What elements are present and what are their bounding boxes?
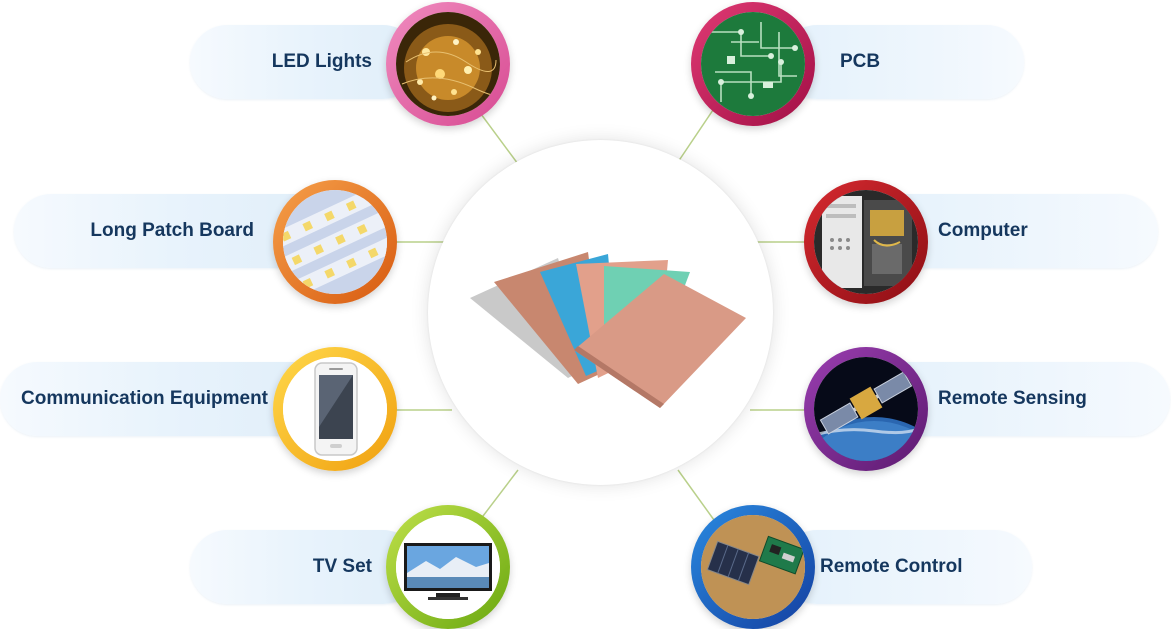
ring-communication-equipment [273, 347, 397, 471]
computer-icon [814, 190, 918, 294]
label-pcb: PCB [840, 51, 881, 72]
ring-computer [804, 180, 928, 304]
ring-long-patch-board [273, 180, 397, 304]
pcb-icon [701, 12, 805, 116]
center-product-circle [428, 140, 773, 485]
ring-remote-control [691, 505, 815, 629]
pill-remote-control: Remote Control [780, 530, 1032, 604]
connector-remote-control [677, 469, 715, 521]
label-computer: Computer [938, 220, 1028, 241]
ring-tv-set [386, 505, 510, 629]
connector-tv-set [479, 469, 519, 521]
pill-led-lights: LED Lights [190, 25, 420, 99]
label-remote-control: Remote Control [820, 556, 963, 577]
label-tv-set: TV Set [312, 556, 372, 577]
ring-pcb [691, 2, 815, 126]
label-communication-equipment: Communication Equipment [21, 388, 268, 409]
copper-clad-laminate-sheets-icon [470, 252, 746, 408]
ring-led-lights [386, 2, 510, 126]
label-long-patch-board: Long Patch Board [90, 220, 254, 241]
connector-pcb [677, 109, 714, 163]
label-remote-sensing: Remote Sensing [938, 388, 1087, 409]
pill-tv-set: TV Set [190, 530, 420, 604]
ring-remote-sensing [804, 347, 928, 471]
connector-led-lights [477, 109, 519, 165]
satellite-icon [814, 357, 918, 461]
circuit-board-icon [701, 515, 805, 619]
led-strip-board-icon [283, 190, 387, 294]
television-icon [396, 515, 500, 619]
label-led-lights: LED Lights [271, 51, 372, 72]
smartphone-icon [283, 357, 387, 461]
led-lights-icon [396, 12, 500, 116]
pill-pcb: PCB [780, 25, 1024, 99]
